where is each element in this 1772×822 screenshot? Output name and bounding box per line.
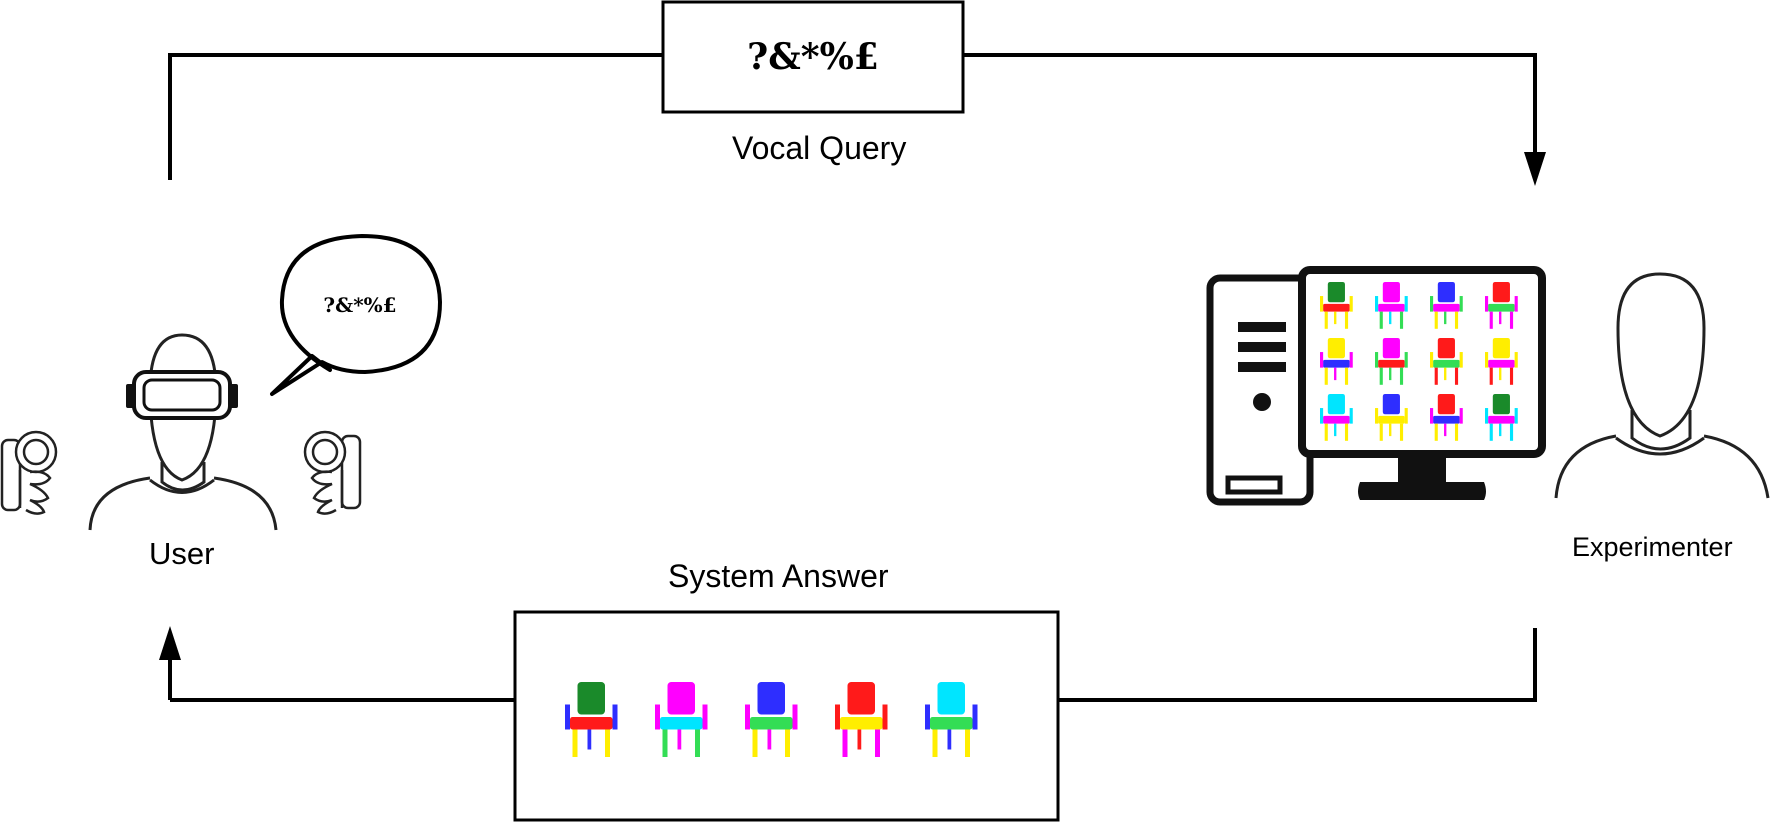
query-line-right bbox=[963, 53, 1537, 155]
system-answer-label: System Answer bbox=[668, 558, 889, 594]
experimenter-head bbox=[1616, 272, 1706, 438]
system-answer-box bbox=[513, 610, 1060, 822]
left-controller-icon bbox=[0, 430, 58, 515]
vocal-query-label: Vocal Query bbox=[732, 130, 907, 166]
experimenter-figure bbox=[1554, 272, 1770, 499]
answer-chair-image bbox=[565, 682, 618, 757]
vocal-query-box bbox=[661, 0, 965, 114]
answer-connector bbox=[168, 628, 1537, 702]
answer-line-right bbox=[1058, 628, 1537, 702]
monitor-chair-image bbox=[1430, 394, 1463, 441]
answer-chair-image bbox=[655, 682, 708, 757]
monitor-chair-image bbox=[1485, 282, 1518, 329]
vr-headset-icon bbox=[126, 370, 238, 420]
monitor-chair-image bbox=[1485, 394, 1518, 441]
arrow-to-user bbox=[159, 626, 181, 660]
monitor-chair-image bbox=[1320, 338, 1353, 385]
monitor-chair-image bbox=[1430, 282, 1463, 329]
answer-chair-image bbox=[835, 682, 888, 757]
user-label: User bbox=[149, 536, 215, 571]
speech-bubble bbox=[270, 234, 442, 396]
answer-chair-row bbox=[565, 682, 978, 757]
speech-bubble-text: ?&*%£ bbox=[323, 293, 397, 317]
vocal-query-symbols: ?&*%£ bbox=[747, 36, 879, 78]
computer-tower-icon bbox=[1206, 274, 1314, 506]
user-shoulders bbox=[88, 476, 278, 531]
user-figure bbox=[88, 333, 278, 531]
monitor-chair-grid bbox=[1320, 282, 1518, 441]
arrow-to-experimenter bbox=[1524, 152, 1546, 186]
experimenter-neck bbox=[1630, 410, 1692, 451]
answer-chair-image bbox=[745, 682, 798, 757]
monitor-chair-image bbox=[1485, 338, 1518, 385]
experimenter-label: Experimenter bbox=[1572, 532, 1733, 562]
monitor-chair-image bbox=[1320, 394, 1353, 441]
query-line-left bbox=[168, 53, 663, 180]
user-collar bbox=[149, 478, 215, 494]
monitor-chair-image bbox=[1430, 338, 1463, 385]
answer-chair-image bbox=[925, 682, 978, 757]
right-controller-icon bbox=[303, 430, 362, 515]
user-neck bbox=[160, 462, 206, 492]
monitor-chair-image bbox=[1320, 282, 1353, 329]
monitor-chair-image bbox=[1375, 282, 1408, 329]
experimenter-collar bbox=[1615, 436, 1705, 456]
experimenter-shoulders bbox=[1554, 434, 1770, 499]
monitor-icon bbox=[1298, 266, 1546, 500]
query-connector bbox=[168, 53, 1537, 180]
monitor-chair-image bbox=[1375, 394, 1408, 441]
monitor-chair-image bbox=[1375, 338, 1408, 385]
